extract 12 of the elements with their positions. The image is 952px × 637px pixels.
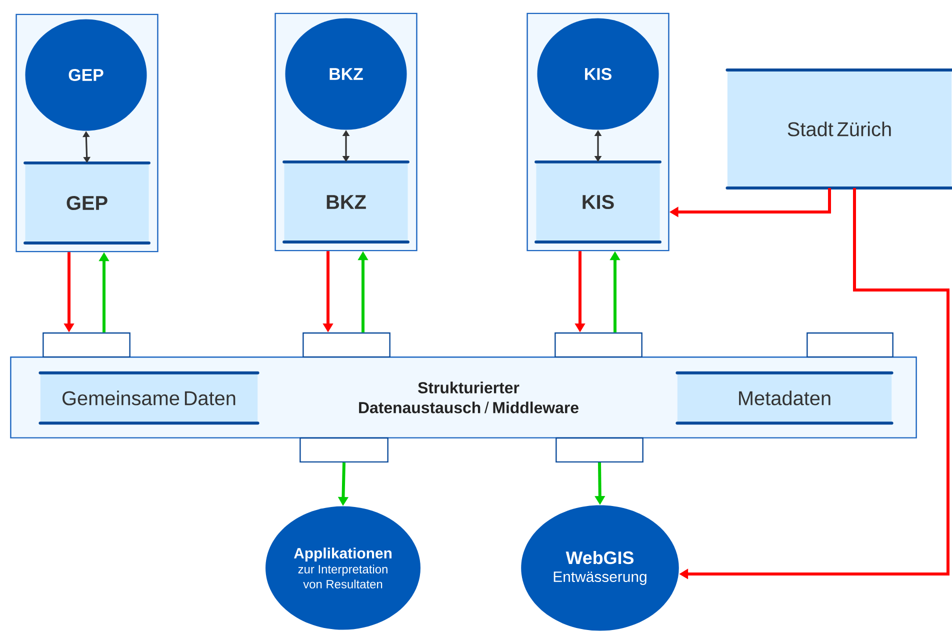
data-store-box: GEP bbox=[24, 161, 150, 245]
data-store-box: KIS bbox=[534, 160, 662, 244]
port-box bbox=[554, 332, 642, 358]
port-box bbox=[556, 437, 644, 463]
data-store-box: Stadt Zürich bbox=[726, 68, 952, 190]
data-store-box: Metadaten bbox=[676, 371, 894, 425]
data-store-box: BKZ bbox=[282, 160, 410, 244]
port-box bbox=[302, 332, 390, 358]
port-box bbox=[806, 332, 894, 358]
port-box bbox=[42, 332, 130, 358]
data-store-box: Gemeinsame Daten bbox=[38, 371, 260, 425]
port-box bbox=[300, 437, 388, 463]
